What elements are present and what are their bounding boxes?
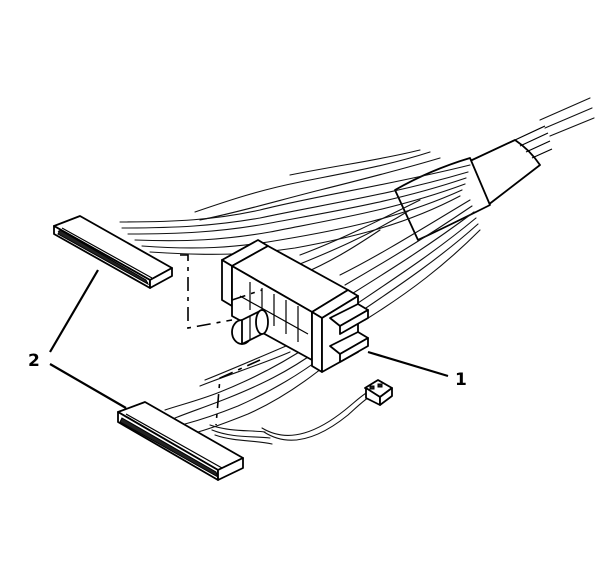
lower-flat-connector — [117, 401, 244, 481]
harness-trunk — [394, 97, 595, 241]
callout-label-2: 2 — [28, 351, 40, 371]
center-connector-block — [221, 239, 369, 373]
lower-wire-bundle — [164, 339, 333, 445]
pigtail-wire — [261, 391, 372, 441]
alignment-dash-lines — [180, 254, 263, 426]
callout-label-1: 1 — [455, 370, 467, 390]
center-wire-bundle — [289, 199, 481, 321]
callout-leaders — [49, 269, 449, 409]
small-pigtail-connector — [364, 379, 393, 406]
upper-flat-connector — [53, 215, 173, 289]
